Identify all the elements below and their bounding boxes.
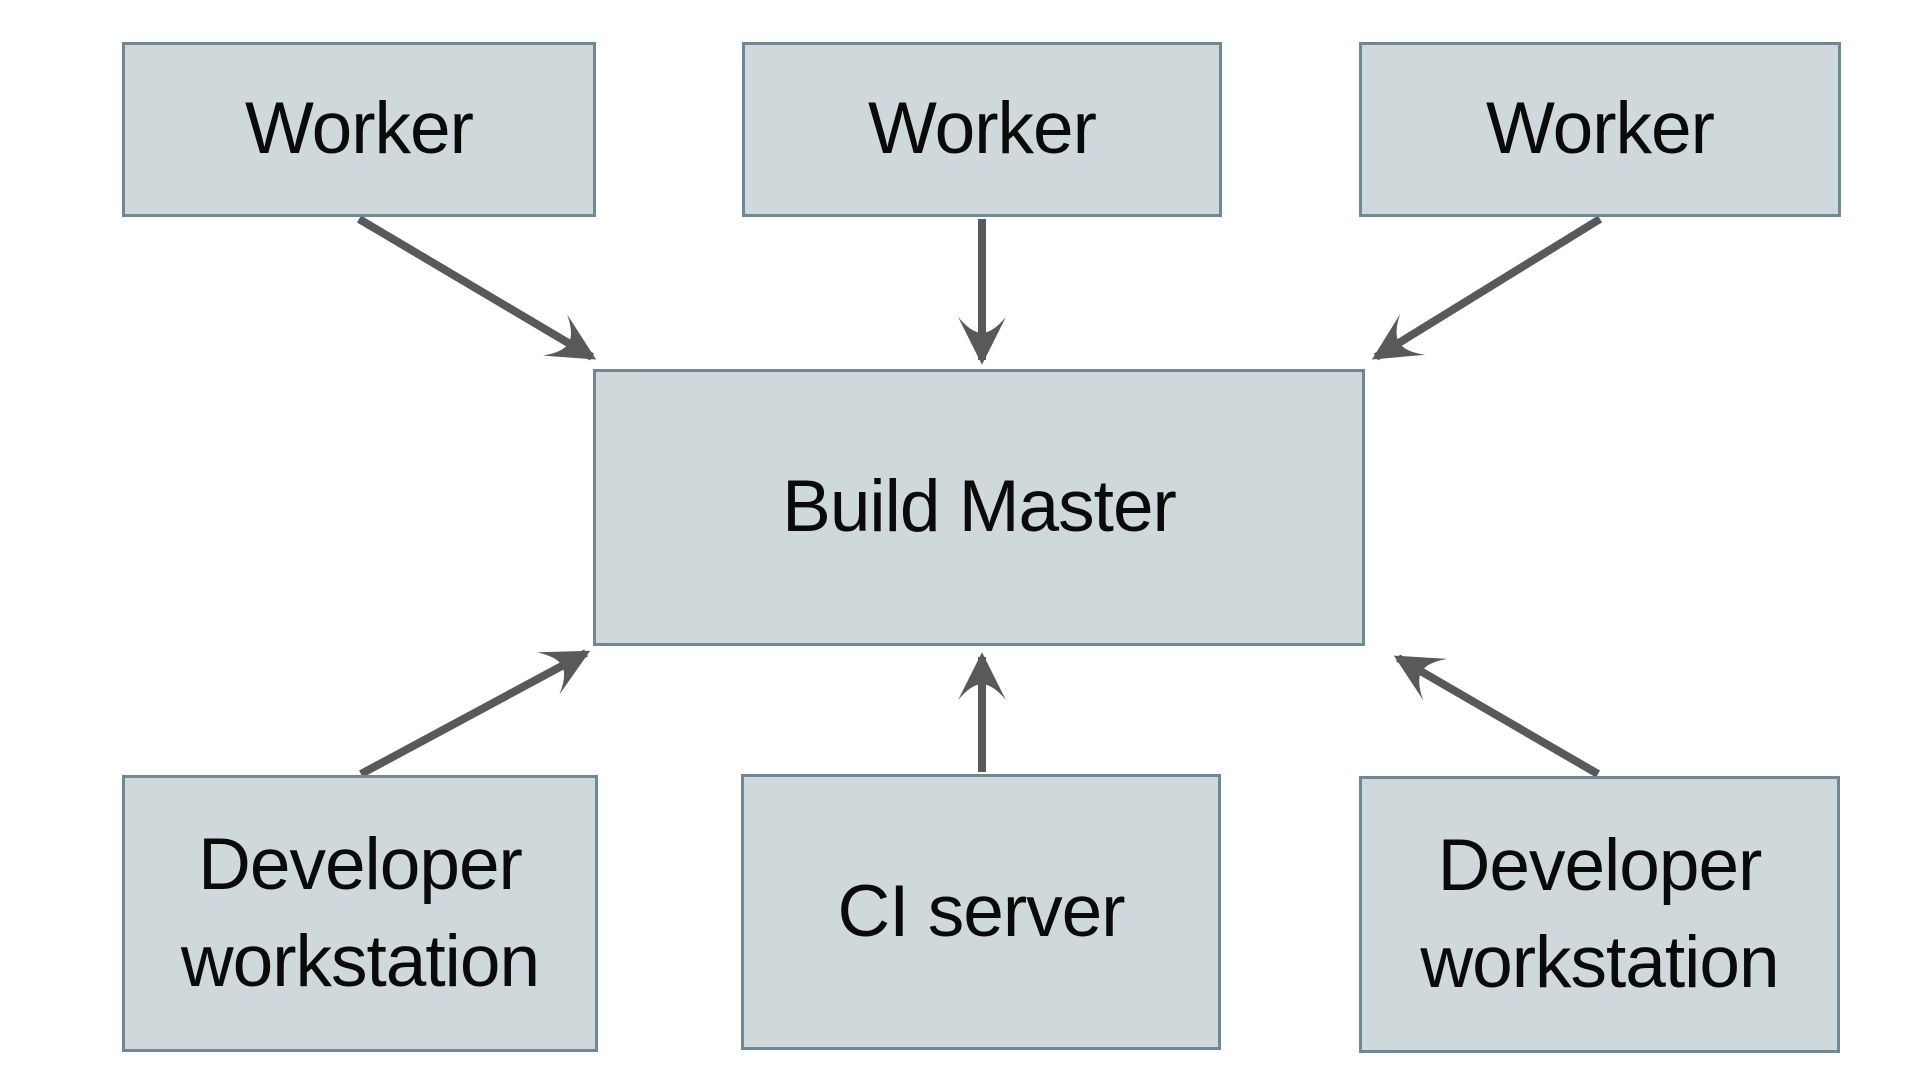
arrow-worker-1-to-build-master: [356, 215, 597, 361]
node-worker-3: Worker: [1359, 42, 1841, 217]
node-worker-3-label: Worker: [1486, 88, 1715, 170]
node-developer-workstation-right: Developer workstation: [1359, 776, 1840, 1053]
node-worker-2-label: Worker: [868, 88, 1097, 170]
node-worker-1: Worker: [122, 42, 596, 217]
node-worker-1-label: Worker: [245, 88, 474, 170]
node-build-master: Build Master: [593, 369, 1365, 646]
node-developer-workstation-right-label: Developer workstation: [1420, 825, 1779, 1003]
arrow-developer-workstation-right-to-build-master: [1393, 654, 1601, 778]
node-build-master-label: Build Master: [782, 466, 1177, 548]
node-worker-2: Worker: [742, 42, 1222, 217]
node-ci-server-label: CI server: [837, 870, 1125, 952]
arrow-developer-workstation-left-to-build-master: [359, 649, 591, 778]
node-developer-workstation-left-label: Developer workstation: [180, 824, 540, 1002]
node-ci-server: CI server: [741, 774, 1221, 1050]
node-developer-workstation-left: Developer workstation: [122, 775, 598, 1052]
arrow-worker-3-to-build-master: [1371, 215, 1603, 361]
